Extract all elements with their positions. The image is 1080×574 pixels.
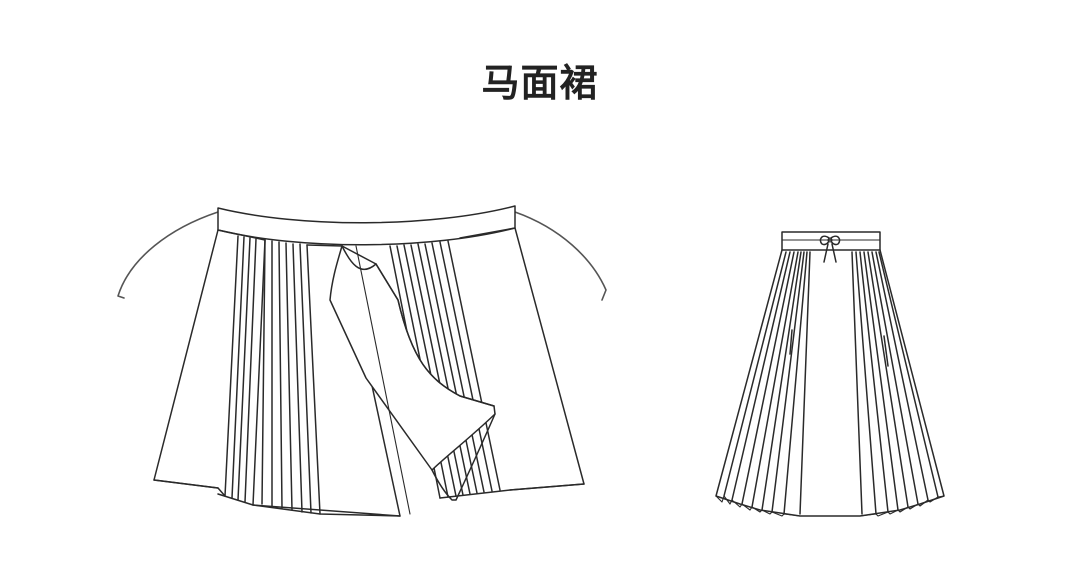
flap-lining xyxy=(375,263,495,407)
mamian-skirt-open-view xyxy=(117,205,607,517)
left-pleat-section xyxy=(217,229,266,506)
mamian-skirt-front-view xyxy=(715,231,945,517)
left-tie xyxy=(117,211,219,299)
bow-tie xyxy=(819,235,841,263)
front-center-panel xyxy=(799,251,863,515)
front-left-pleat-lines xyxy=(723,251,808,515)
front-right-pleat-lines xyxy=(855,251,939,515)
left-pleat-lines xyxy=(224,235,321,515)
right-hem-line xyxy=(439,483,585,499)
flap-fold-edge xyxy=(341,245,377,271)
left-panel-hem xyxy=(153,479,226,497)
front-hem-zigzag xyxy=(715,495,945,517)
flap-lower-edge xyxy=(431,413,496,501)
inner-seam xyxy=(355,245,411,515)
left-flat-panel xyxy=(153,229,219,489)
folded-flap xyxy=(329,245,496,471)
page-title: 马面裙 xyxy=(481,61,599,105)
right-tie xyxy=(514,211,607,301)
left-hem-line xyxy=(252,504,401,517)
